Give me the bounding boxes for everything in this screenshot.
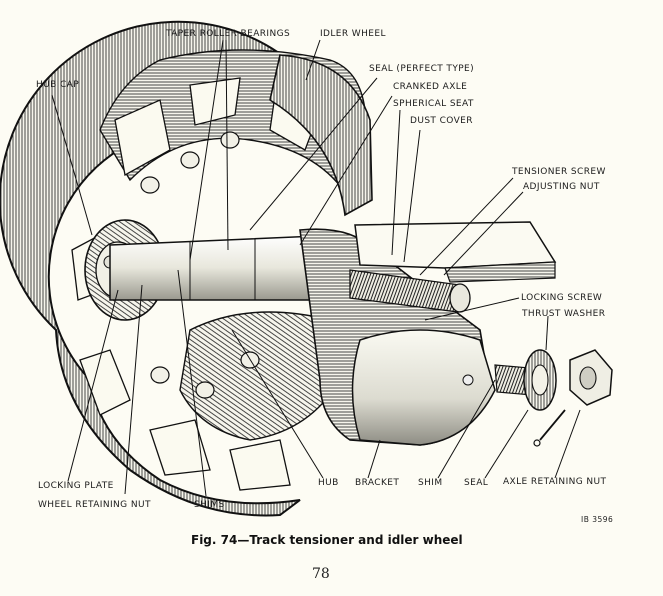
label-seal: SEAL [464, 478, 489, 488]
label-hub: HUB [318, 478, 339, 488]
label-hub-cap: HUB CAP [36, 80, 80, 90]
tensioner-screw [349, 269, 471, 313]
axle-end-parts [494, 349, 613, 447]
label-bracket: BRACKET [355, 478, 400, 488]
label-wheel-retaining-nut: WHEEL RETAINING NUT [38, 500, 151, 510]
label-locking-plate: LOCKING PLATE [38, 481, 114, 491]
bracket [299, 221, 557, 446]
label-seal-perfect-type: SEAL (PERFECT TYPE) [369, 64, 475, 74]
label-shims: SHIMS [194, 500, 225, 510]
label-taper-roller-bearings: TAPER ROLLER BEARINGS [166, 29, 291, 39]
label-spherical-seat: SPHERICAL SEAT [393, 99, 474, 109]
label-tensioner-screw: TENSIONER SCREW [512, 167, 606, 177]
page-number: 78 [312, 566, 330, 582]
label-shim: SHIM [418, 478, 443, 488]
label-dust-cover: DUST COVER [410, 116, 473, 126]
plate-reference: IB 3596 [581, 515, 614, 524]
label-adjusting-nut: ADJUSTING NUT [523, 182, 600, 192]
label-locking-screw: LOCKING SCREW [521, 293, 603, 303]
leader-lines [51, 39, 581, 497]
label-cranked-axle: CRANKED AXLE [393, 82, 468, 92]
label-idler-wheel: IDLER WHEEL [320, 29, 386, 39]
figure-caption: Fig. 74—Track tensioner and idler wheel [191, 533, 463, 547]
label-thrust-washer: THRUST WASHER [522, 309, 606, 319]
label-axle-retaining-nut: AXLE RETAINING NUT [503, 477, 607, 487]
